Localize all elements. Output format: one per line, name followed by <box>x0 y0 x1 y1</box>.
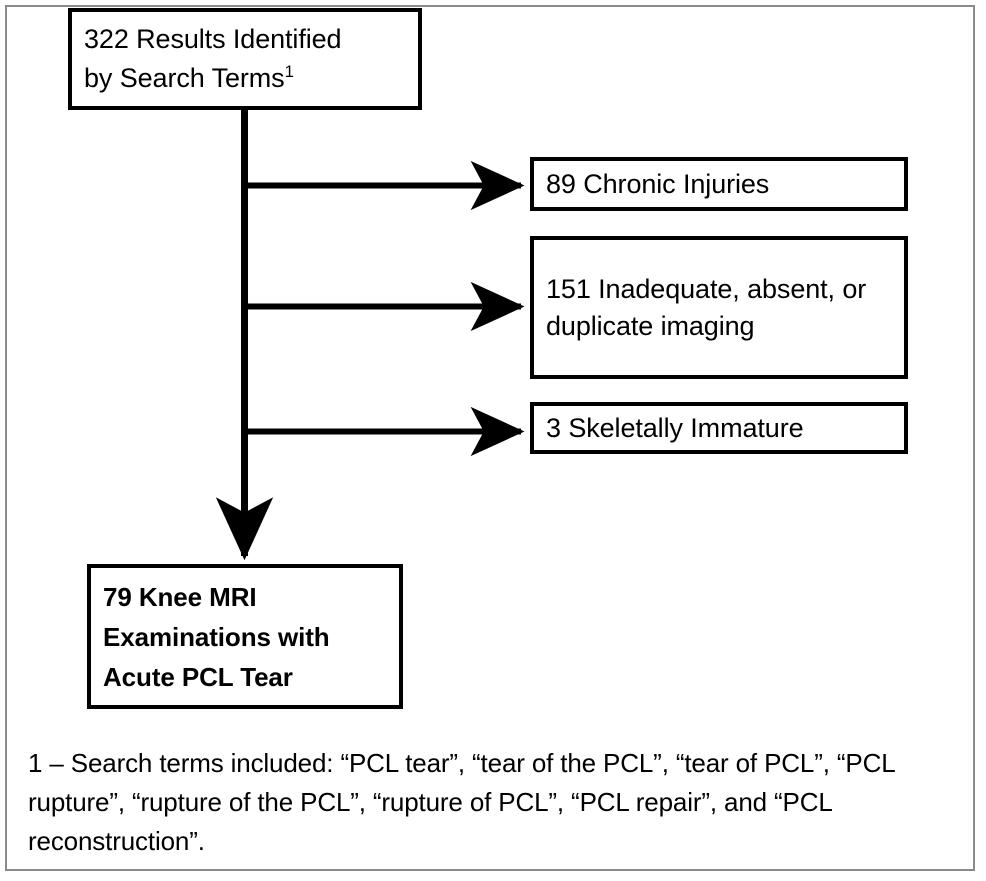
node-exclusion-skeletally-immature-label: 3 Skeletally Immature <box>546 412 804 443</box>
node-exclusion-chronic-injuries: 89 Chronic Injuries <box>530 157 908 211</box>
node-final-cohort-label: 79 Knee MRI Examinations with Acute PCL … <box>103 581 330 692</box>
footnote-text: 1 – Search terms included: “PCL tear”, “… <box>28 748 895 856</box>
node-exclusion-inadequate-imaging: 151 Inadequate, absent, or duplicate ima… <box>530 236 908 379</box>
node-exclusion-inadequate-imaging-label: 151 Inadequate, absent, or duplicate ima… <box>546 273 867 341</box>
footnote-marker-superscript: 1 <box>284 62 294 81</box>
node-exclusion-chronic-injuries-label: 89 Chronic Injuries <box>546 168 770 199</box>
node-exclusion-skeletally-immature: 3 Skeletally Immature <box>530 402 908 454</box>
node-final-cohort: 79 Knee MRI Examinations with Acute PCL … <box>87 564 403 709</box>
